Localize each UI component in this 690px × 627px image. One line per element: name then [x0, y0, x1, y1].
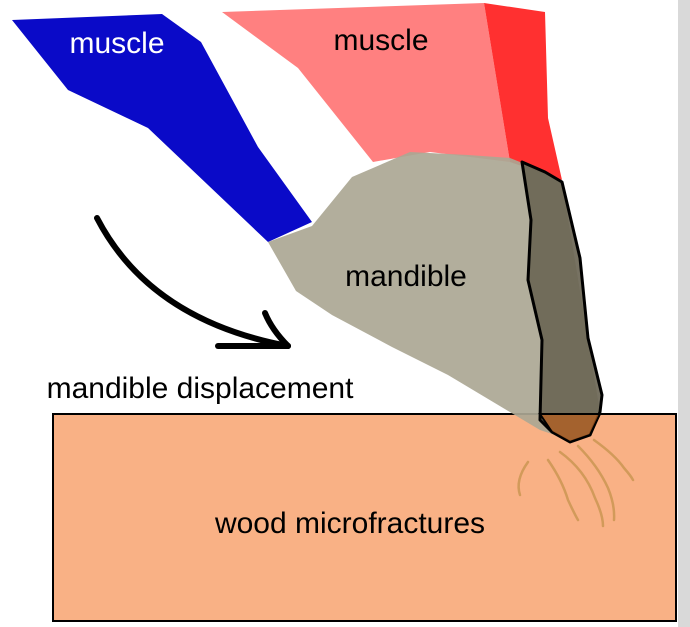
label-wood: wood microfractures: [214, 507, 485, 540]
label-mandible: mandible: [345, 260, 467, 293]
label-muscle-right: muscle: [333, 24, 428, 57]
label-displacement: mandible displacement: [47, 372, 355, 405]
displacement-arrow-shaft: [97, 218, 288, 346]
label-muscle-left: muscle: [69, 27, 164, 60]
